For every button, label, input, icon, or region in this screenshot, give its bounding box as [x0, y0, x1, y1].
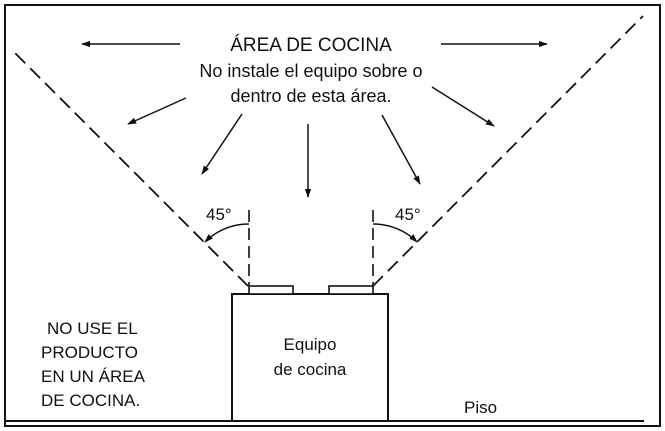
angle-label-left: 45°	[206, 205, 232, 224]
zone-title: ÁREA DE COCINA	[230, 35, 392, 56]
appliance-label-line-1: Equipo	[284, 335, 337, 354]
zone-warning-line-1: No instale el equipo sobre o	[199, 61, 422, 81]
burner-left	[248, 285, 294, 295]
angle-arc-left	[204, 223, 250, 243]
angle-arc-right	[372, 223, 418, 243]
arrow-down-left	[201, 113, 243, 175]
appliance-body	[231, 293, 389, 422]
side-note-line-1: NO USE EL	[47, 319, 138, 338]
arrow-down-far-right	[431, 86, 495, 127]
boundary-line-left	[13, 51, 249, 287]
side-note-line-2: PRODUCTO	[41, 343, 138, 362]
side-note-line-4: DE COCINA.	[41, 391, 140, 410]
side-note-line-3: EN UN ÁREA	[41, 367, 146, 386]
arrow-down-right	[381, 114, 421, 185]
appliance-label-line-2: de cocina	[274, 360, 347, 379]
arrow-down-far-left	[127, 97, 187, 125]
zone-warning-line-2: dentro de esta área.	[230, 86, 391, 106]
burner-right	[328, 285, 374, 295]
angle-label-right: 45°	[395, 205, 421, 224]
boundary-line-right	[372, 15, 644, 287]
floor-label: Piso	[464, 398, 497, 417]
diagram-frame	[4, 4, 661, 427]
